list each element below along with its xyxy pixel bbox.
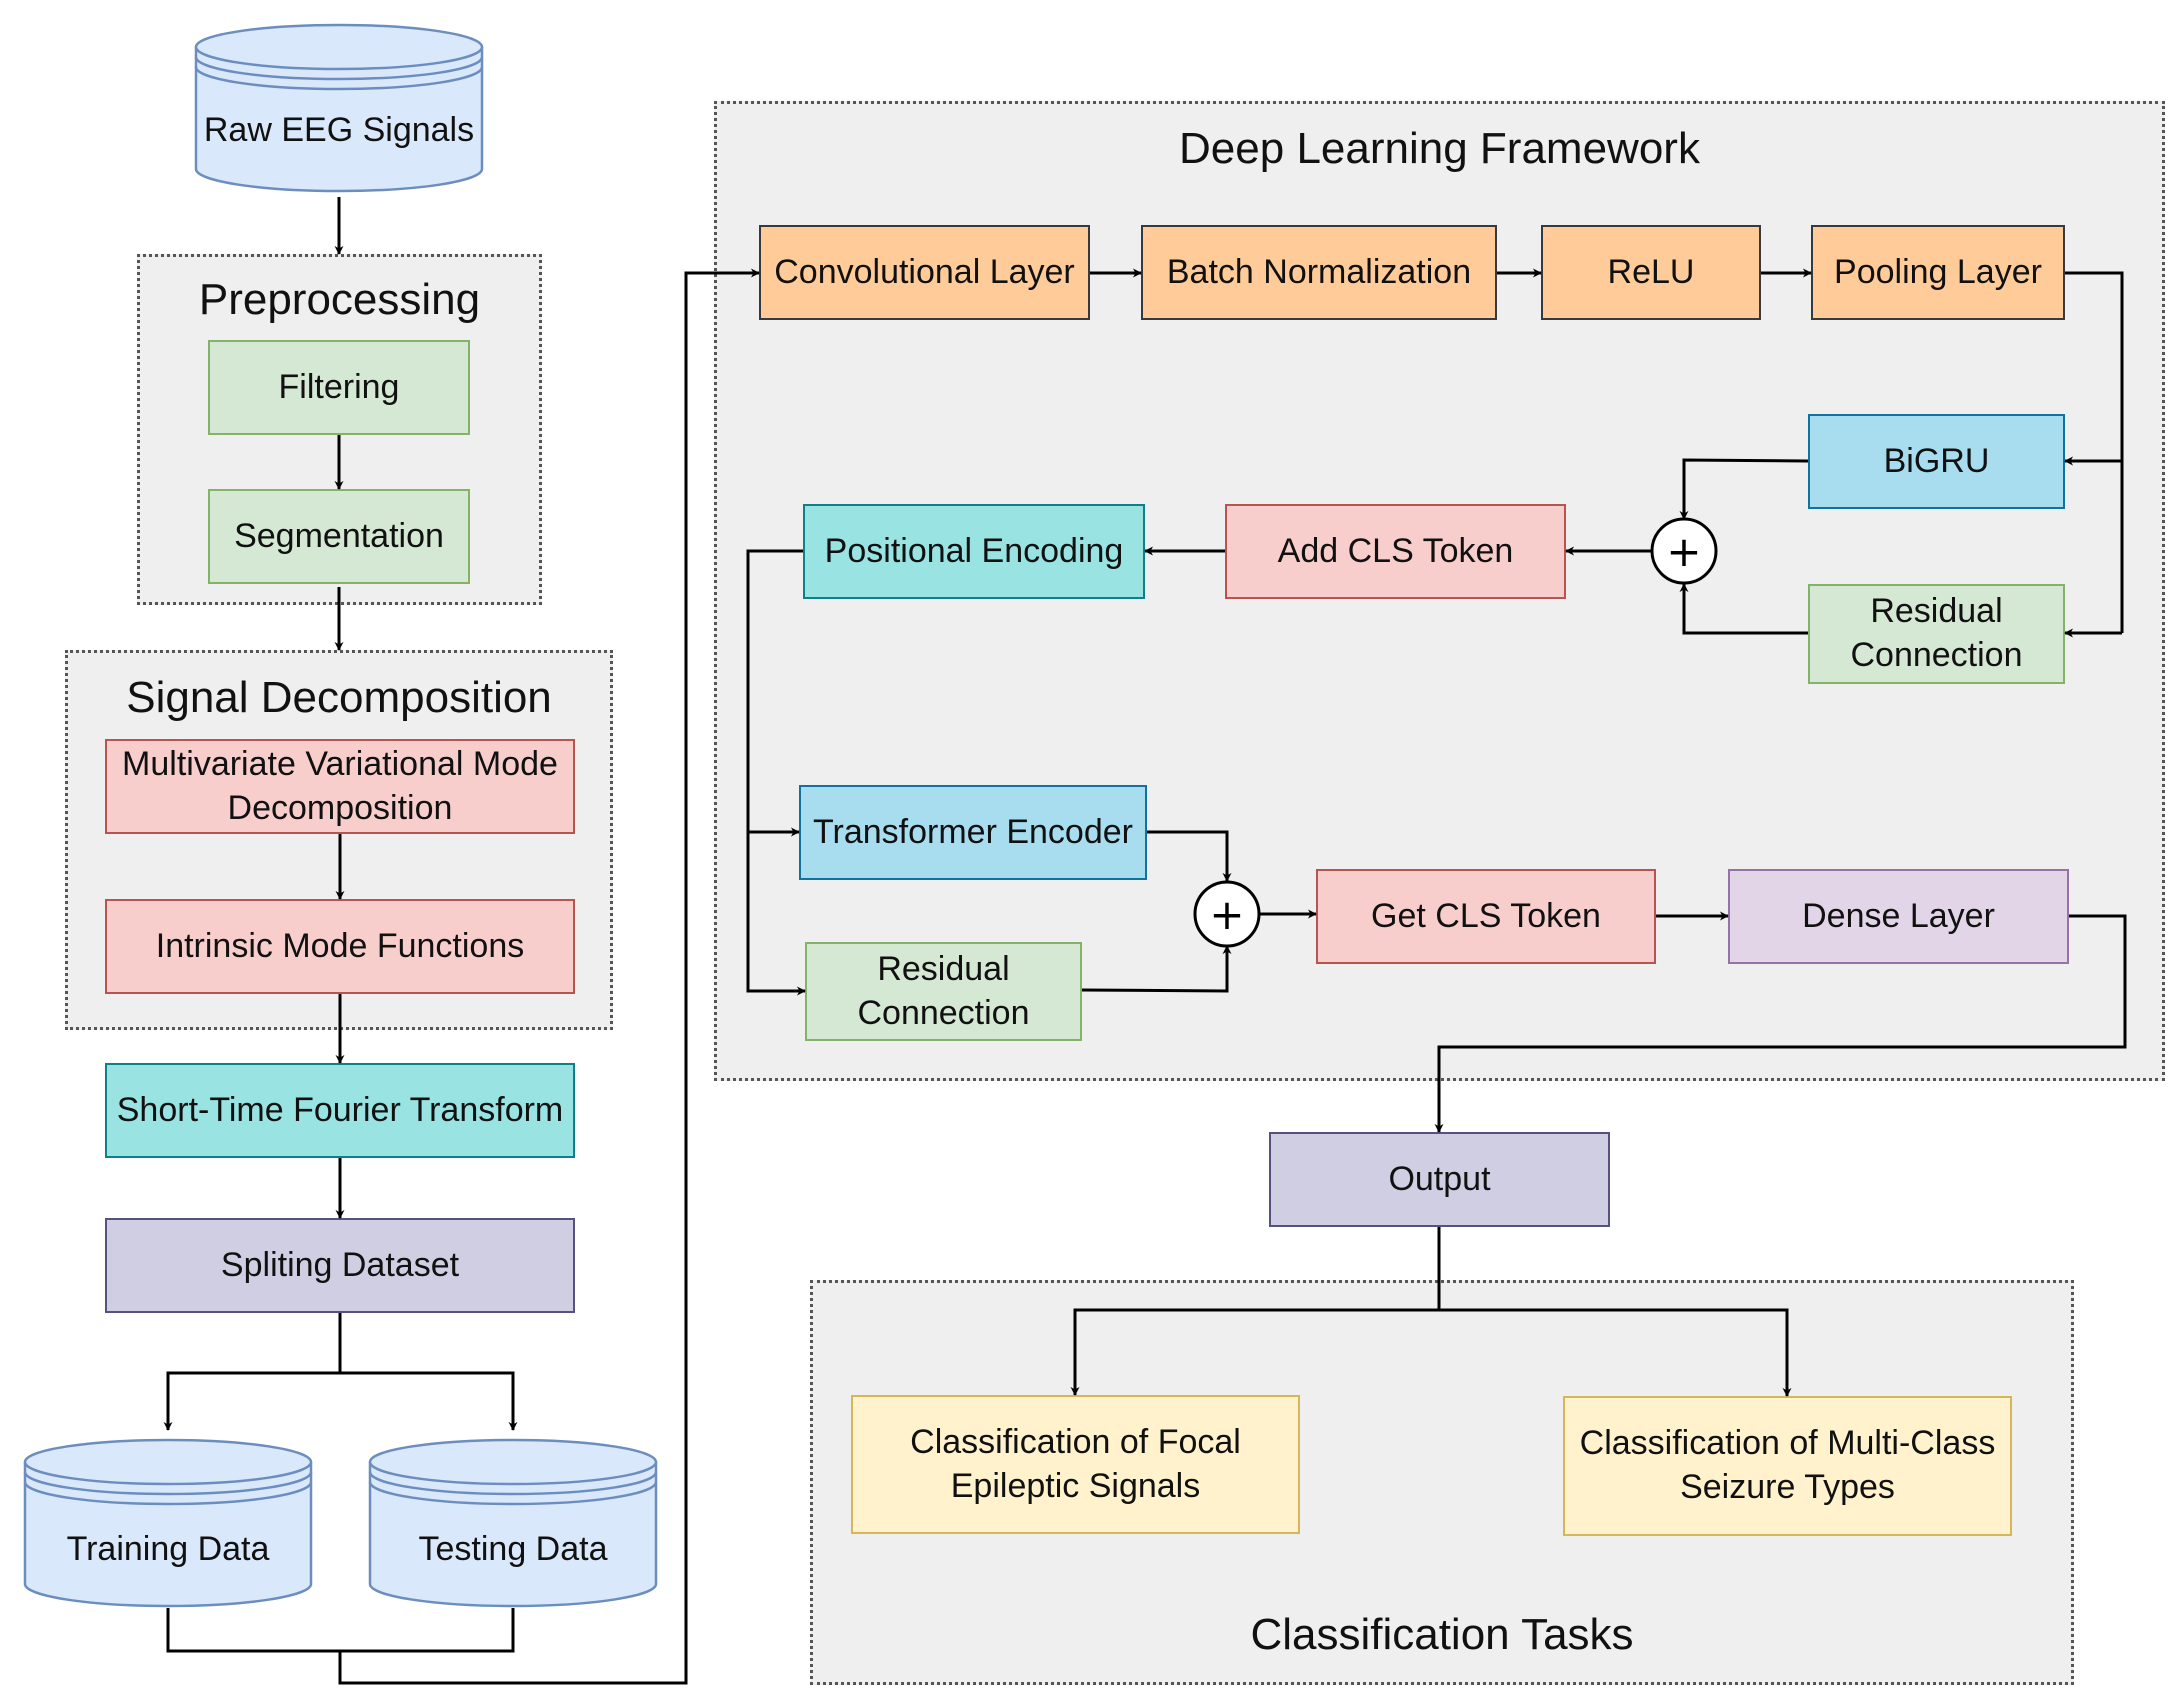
positional-encoding-box: Positional Encoding (803, 504, 1145, 599)
pooling-layer-label: Pooling Layer (1834, 252, 2042, 291)
arrow-split-to-testing (340, 1371, 518, 1431)
residual-connection-2-label: Residual Connection (857, 949, 1030, 1032)
add-cls-token-label: Add CLS Token (1277, 531, 1514, 570)
arrow-output-to-multiclass (1439, 1308, 1792, 1397)
database-icon (368, 1438, 658, 1608)
framework-title: Deep Learning Framework (1179, 124, 1700, 173)
arrow-transformer-to-sum2 (1147, 830, 1232, 882)
arrow-output-to-focal (1070, 1308, 1439, 1396)
arrow-positional-to-residual2 (746, 832, 806, 996)
filtering-box: Filtering (208, 340, 470, 435)
classification-title: Classification Tasks (1250, 1610, 1634, 1659)
arrow-residual1-to-sum1 (1679, 583, 1808, 635)
transformer-encoder-box: Transformer Encoder (799, 785, 1147, 880)
sum-node-2: + (1193, 880, 1261, 948)
transformer-encoder-label: Transformer Encoder (813, 812, 1133, 851)
positional-encoding-label: Positional Encoding (824, 531, 1124, 570)
database-icon (194, 23, 484, 193)
testing-data-cylinder: Testing Data (367, 1430, 659, 1610)
decomposition-title: Signal Decomposition (126, 673, 552, 722)
sum-node-1: + (1650, 517, 1718, 585)
training-data-cylinder: Training Data (22, 1430, 314, 1610)
focal-classification-label: Classification of Focal Epileptic Signal… (910, 1422, 1241, 1505)
sum-node-2-symbol: + (1209, 890, 1244, 939)
convolutional-layer-label: Convolutional Layer (774, 252, 1075, 291)
output-box: Output (1269, 1132, 1610, 1227)
database-icon (23, 1438, 313, 1608)
batch-normalization-box: Batch Normalization (1141, 225, 1497, 320)
get-cls-token-label: Get CLS Token (1371, 896, 1601, 935)
residual-connection-1-box: Residual Connection (1808, 584, 2065, 684)
multiclass-classification-label: Classification of Multi-Class Seizure Ty… (1579, 1424, 1996, 1506)
imf-box: Intrinsic Mode Functions (105, 899, 575, 994)
focal-classification-box: Classification of Focal Epileptic Signal… (851, 1395, 1300, 1534)
raw-eeg-cylinder: Raw EEG Signals (193, 15, 485, 195)
pooling-out-line (2065, 271, 2124, 633)
raw-eeg-label: Raw EEG Signals (203, 111, 475, 149)
testing-data-label: Testing Data (418, 1530, 608, 1568)
mvmd-box: Multivariate Variational Mode Decomposit… (105, 739, 575, 834)
arrow-positional-to-transformer (746, 549, 803, 837)
add-cls-token-box: Add CLS Token (1225, 504, 1566, 599)
arrow-dense-to-output (1434, 914, 2127, 1133)
relu-box: ReLU (1541, 225, 1761, 320)
stft-box: Short-Time Fourier Transform (105, 1063, 575, 1158)
get-cls-token-box: Get CLS Token (1316, 869, 1656, 964)
residual-connection-1-label: Residual Connection (1850, 592, 2023, 674)
filtering-label: Filtering (278, 367, 400, 406)
arrow-data-to-convolutional (338, 268, 760, 1685)
bigru-label: BiGRU (1883, 441, 1990, 480)
sum-node-1-symbol: + (1666, 527, 1701, 576)
relu-label: ReLU (1607, 252, 1695, 291)
arrow-residual2-to-sum2 (1081, 945, 1232, 993)
training-data-label: Training Data (66, 1530, 270, 1568)
imf-label: Intrinsic Mode Functions (155, 926, 525, 965)
training-data-out-line (166, 1608, 515, 1653)
pooling-layer-box: Pooling Layer (1811, 225, 2065, 320)
mvmd-label: Multivariate Variational Mode Decomposit… (122, 744, 558, 827)
convolutional-layer-box: Convolutional Layer (759, 225, 1090, 320)
bigru-box: BiGRU (1808, 414, 2065, 509)
multiclass-classification-box: Classification of Multi-Class Seizure Ty… (1563, 1396, 2012, 1536)
preprocessing-title: Preprocessing (198, 275, 481, 324)
arrow-bigru-to-sum1 (1679, 458, 1809, 520)
arrow-split-to-training (163, 1371, 340, 1431)
batch-normalization-label: Batch Normalization (1166, 252, 1472, 291)
dense-layer-box: Dense Layer (1728, 869, 2069, 964)
segmentation-label: Segmentation (234, 516, 444, 555)
split-dataset-label: Spliting Dataset (220, 1245, 460, 1284)
residual-connection-2-box: Residual Connection (805, 942, 1082, 1041)
segmentation-box: Segmentation (208, 489, 470, 584)
output-label: Output (1388, 1159, 1491, 1198)
dense-layer-label: Dense Layer (1802, 896, 1995, 935)
split-dataset-box: Spliting Dataset (105, 1218, 575, 1313)
stft-label: Short-Time Fourier Transform (116, 1090, 564, 1129)
